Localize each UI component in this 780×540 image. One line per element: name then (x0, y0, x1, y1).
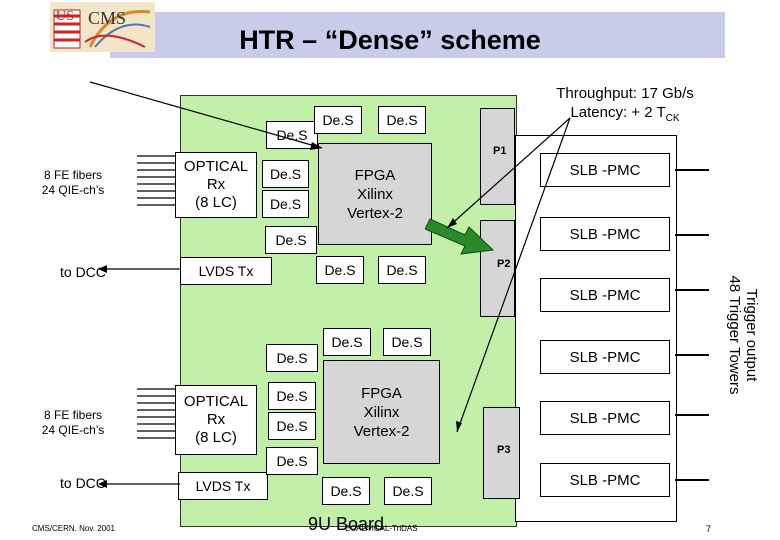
top-dcc-arrow (98, 265, 180, 273)
des-box: De.S (316, 256, 364, 284)
output-pins (675, 169, 709, 481)
svg-text:US: US (56, 9, 74, 24)
slb-pmc-1: SLB -PMC (540, 153, 670, 187)
bottom-fpga: FPGA Xilinx Vertex-2 (323, 360, 440, 464)
page-number: 7 (706, 524, 712, 534)
footer-center: 9U Board (308, 514, 385, 534)
svg-text:CMS: CMS (88, 8, 126, 28)
connector-p1-label: P1 (493, 145, 507, 157)
des-box: De.S (323, 328, 371, 356)
bottom-lvds-tx: LVDS Tx (178, 472, 268, 500)
title-bar (110, 12, 725, 58)
des-box: De.S (262, 190, 309, 218)
pmc-area (515, 135, 677, 522)
slb-pmc-6: SLB -PMC (540, 463, 670, 497)
des-box: De.S (314, 106, 362, 134)
slb-pmc-5: SLB -PMC (540, 401, 670, 435)
des-box: De.S (384, 477, 432, 505)
bottom-optical-rx: OPTICAL Rx (8 LC) (175, 385, 257, 455)
des-box: De.S (322, 477, 370, 505)
bottom-dcc-arrow (98, 480, 180, 488)
des-box: De.S (378, 106, 426, 134)
des-box: De.S (266, 344, 318, 372)
top-lvds-tx: LVDS Tx (180, 257, 272, 285)
throughput-annotation: Throughput: 17 Gb/s Latency: + 2 TCK (556, 85, 694, 124)
connector-p3 (483, 407, 520, 499)
bottom-to-dcc-label: to DCC (60, 475, 106, 491)
top-optical-rx: OPTICAL Rx (8 LC) (175, 152, 257, 218)
des-box: De.S (268, 412, 316, 440)
des-box: De.S (268, 382, 316, 410)
slb-pmc-3: SLB -PMC (540, 278, 670, 312)
connector-p3-label: P3 (497, 444, 511, 456)
trigger-output-label: Trigger output 48 Trigger Towers (726, 275, 760, 395)
slb-pmc-2: SLB -PMC (540, 217, 670, 251)
us-cms-logo: US CMS (50, 2, 155, 52)
des-box: De.S (266, 447, 318, 475)
connector-p1 (480, 108, 515, 205)
fpga-to-slb-arrow (425, 218, 495, 255)
footer-center-overlap: ECAL/HCAL-TriDAS (345, 524, 418, 533)
des-box: De.S (265, 226, 317, 254)
connector-p2-label: P2 (497, 258, 511, 270)
bottom-fibers-label: 8 FE fibers 24 QIE-ch’s (41, 408, 105, 437)
slb-pmc-4: SLB -PMC (540, 340, 670, 374)
top-fibers-label: 8 FE fibers 24 QIE-ch’s (41, 168, 105, 197)
top-to-dcc-label: to DCC (60, 264, 106, 280)
connector-p2 (480, 220, 515, 317)
footer-left: CMS/CERN. Nov. 2001 (32, 524, 115, 533)
des-box: De.S (266, 121, 318, 149)
des-box: De.S (262, 160, 309, 188)
des-box: De.S (383, 328, 431, 356)
des-box: De.S (378, 256, 426, 284)
top-fpga: FPGA Xilinx Vertex-2 (318, 143, 432, 245)
slide-title: HTR – “Dense” scheme (239, 25, 541, 55)
